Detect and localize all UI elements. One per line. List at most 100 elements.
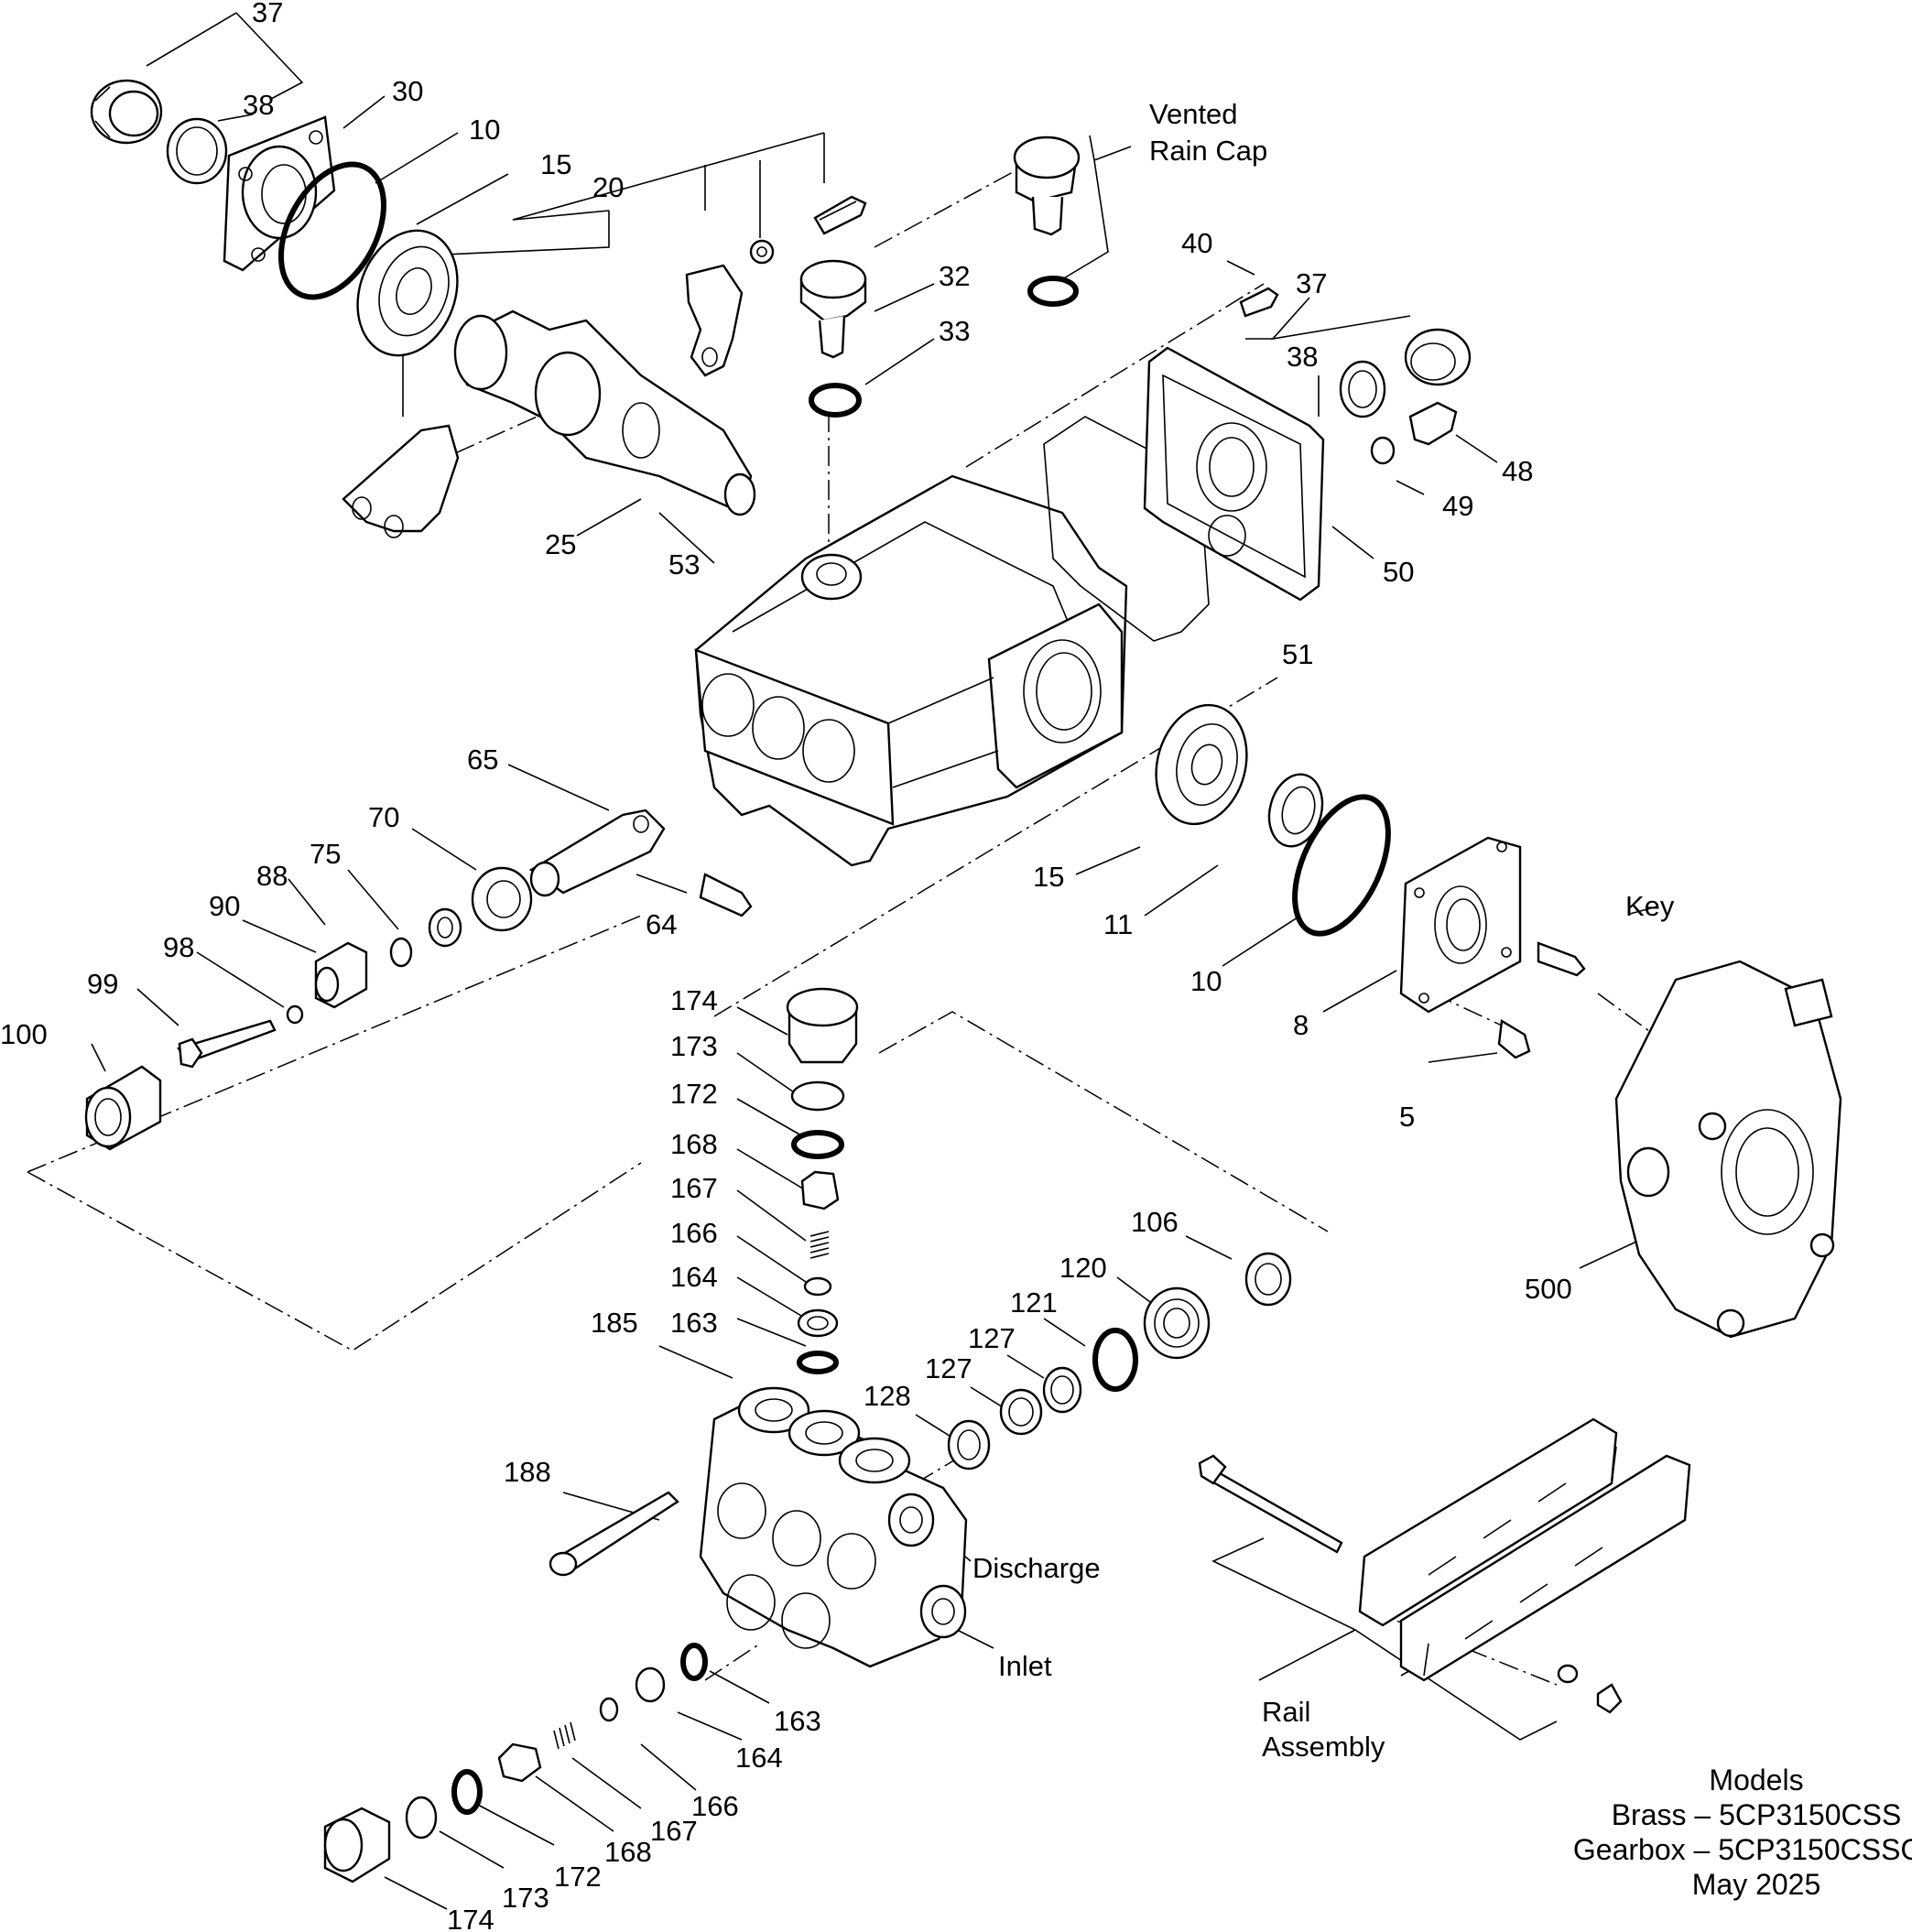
clip-88 xyxy=(389,937,413,968)
connecting-rod-20-upper xyxy=(685,264,744,377)
key xyxy=(1537,941,1586,977)
valve-seat-164-bot xyxy=(635,1666,666,1703)
vented-rain-cap xyxy=(1013,136,1081,236)
label-173-bot: 173 xyxy=(502,1882,549,1914)
label-127a: 127 xyxy=(968,1322,1016,1354)
label-166-top: 166 xyxy=(670,1217,718,1249)
label-53: 53 xyxy=(668,548,700,581)
o-ring-49 xyxy=(1370,436,1396,465)
label-37-top: 37 xyxy=(252,0,283,28)
cap-37-top xyxy=(90,79,163,145)
label-38-top: 38 xyxy=(243,89,274,121)
o-ring-172-bot xyxy=(451,1769,483,1815)
gasket-38-top xyxy=(166,117,228,185)
label-127b: 127 xyxy=(925,1352,972,1384)
label-40: 40 xyxy=(1181,227,1212,259)
label-173-top: 173 xyxy=(670,1030,718,1062)
washer-75 xyxy=(428,907,462,948)
crankcase-53 xyxy=(694,474,1128,867)
label-30: 30 xyxy=(392,75,423,107)
label-rail-assembly-line2: Assembly xyxy=(1262,1731,1385,1763)
seal-70 xyxy=(471,866,533,932)
plug-48 xyxy=(1408,401,1458,446)
valve-cap-174-top xyxy=(786,987,859,1064)
label-500: 500 xyxy=(1525,1273,1572,1305)
label-discharge: Discharge xyxy=(972,1552,1101,1584)
leader-lines xyxy=(91,12,1658,1910)
label-88: 88 xyxy=(256,860,288,892)
label-vented-rain-cap-line2: Rain Cap xyxy=(1149,135,1267,167)
label-5: 5 xyxy=(1399,1101,1415,1133)
rear-cover-50 xyxy=(1143,346,1325,602)
label-51: 51 xyxy=(1282,638,1313,670)
oil-plug-32 xyxy=(799,259,867,359)
label-174-top: 174 xyxy=(670,984,718,1016)
valve-166-top xyxy=(803,1276,832,1297)
valve-seat-164-top xyxy=(797,1308,839,1338)
label-98: 98 xyxy=(163,931,194,963)
label-164-bot: 164 xyxy=(735,1742,783,1774)
callout-labels: 37 38 30 10 15 20 32 33 40 37 38 48 49 5… xyxy=(0,0,1675,1932)
label-15-top: 15 xyxy=(540,148,571,180)
o-ring-10-mid xyxy=(1292,794,1391,937)
label-185: 185 xyxy=(591,1307,638,1339)
bearing-15-top xyxy=(356,229,459,357)
screw-20 xyxy=(813,195,867,235)
label-rail-assembly-line1: Rail xyxy=(1262,1696,1310,1728)
seal-106 xyxy=(1244,1252,1292,1307)
models-gearbox: Gearbox – 5CP3150CSSG1 xyxy=(1573,1833,1912,1866)
label-172-top: 172 xyxy=(670,1078,718,1110)
rail-bolt xyxy=(1198,1454,1343,1554)
label-163-bot: 163 xyxy=(774,1705,821,1737)
bolt-188 xyxy=(549,1491,679,1577)
sleeve-90 xyxy=(314,941,368,1009)
label-188: 188 xyxy=(504,1456,551,1488)
spring-167-bot xyxy=(553,1721,576,1750)
label-32: 32 xyxy=(939,260,970,292)
o-ring-172-top xyxy=(791,1130,844,1159)
o-ring-33 xyxy=(809,383,862,418)
label-166-bot: 166 xyxy=(691,1790,739,1822)
label-174-bot: 174 xyxy=(447,1904,494,1932)
label-128: 128 xyxy=(864,1380,911,1412)
washer-20 xyxy=(749,239,775,265)
label-75: 75 xyxy=(310,838,341,870)
o-ring-121 xyxy=(1092,1328,1138,1392)
o-ring-10-top xyxy=(277,161,387,300)
cap-37-right xyxy=(1404,328,1472,386)
flange-8 xyxy=(1399,836,1522,1014)
rail-nut xyxy=(1596,1683,1623,1714)
label-106: 106 xyxy=(1131,1206,1179,1238)
label-65: 65 xyxy=(467,743,498,776)
oil-seal-11 xyxy=(1267,773,1324,848)
bearing-cover-30 xyxy=(223,115,336,272)
models-block: Models Brass – 5CP3150CSS Gearbox – 5CP3… xyxy=(1573,1764,1912,1901)
gasket-51 xyxy=(1043,416,1210,642)
crankshaft-25 xyxy=(453,309,756,516)
label-121: 121 xyxy=(1010,1286,1058,1319)
models-heading: Models xyxy=(1709,1764,1803,1796)
spring-167-top xyxy=(809,1231,830,1259)
plunger-rod-65 xyxy=(528,809,666,897)
label-100: 100 xyxy=(0,1018,48,1050)
o-ring-163-bot xyxy=(680,1643,708,1681)
label-99: 99 xyxy=(87,968,118,1000)
seal-128 xyxy=(947,1419,991,1471)
ring-173-bot xyxy=(405,1796,438,1840)
label-164-top: 164 xyxy=(670,1261,718,1293)
models-date: May 2025 xyxy=(1692,1868,1821,1901)
label-10-mid: 10 xyxy=(1190,965,1222,997)
o-ring-rain-cap xyxy=(1027,276,1079,307)
label-38-right: 38 xyxy=(1287,341,1318,373)
label-120: 120 xyxy=(1059,1252,1107,1284)
spring-retainer-168-top xyxy=(800,1170,840,1210)
ring-127a xyxy=(999,1388,1043,1436)
label-168-top: 168 xyxy=(670,1128,718,1160)
label-20: 20 xyxy=(592,171,624,203)
label-inlet: Inlet xyxy=(998,1650,1052,1682)
label-50: 50 xyxy=(1383,556,1414,588)
bolt-99 xyxy=(177,1019,277,1069)
valve-cap-174-bot xyxy=(323,1807,391,1883)
bearing-15-mid xyxy=(1155,703,1248,826)
